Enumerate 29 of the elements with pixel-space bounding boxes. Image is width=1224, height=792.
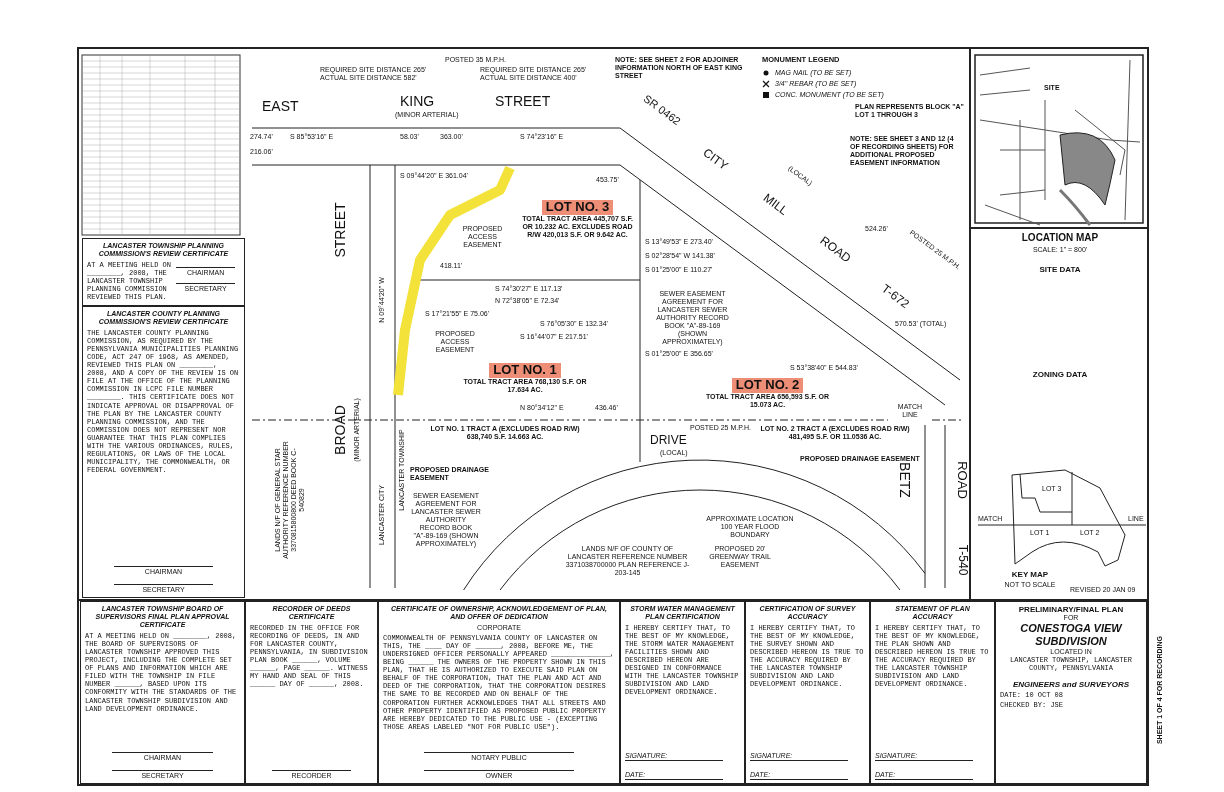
title-block	[995, 601, 1147, 784]
certificate-panel	[378, 601, 620, 784]
section-heading: SITE DATA	[1038, 265, 1082, 275]
section-heading: ZONING DATA	[1031, 370, 1089, 380]
lot-label: LOT NO. 2	[731, 378, 804, 393]
plan-title: PRELIMINARY/FINAL PLAN	[1017, 605, 1125, 615]
map-title: KEY MAP	[1010, 570, 1050, 580]
street-name: STREET	[331, 202, 349, 258]
street-name: BETZ	[896, 462, 914, 498]
street-name: BROAD	[331, 405, 349, 455]
street-name: CITY	[699, 146, 731, 174]
street-name: ROAD	[954, 461, 970, 499]
firm-services: ENGINEERS and SURVEYORS	[1012, 679, 1130, 689]
certificate-panel	[82, 306, 245, 598]
street-name: KING	[400, 93, 435, 110]
certificate-panel	[620, 601, 745, 784]
certificate-panel	[80, 601, 245, 784]
lot-label: LOT NO. 3	[541, 200, 614, 215]
certificate-panel	[870, 601, 995, 784]
subdivision-name: CONESTOGA VIEW SUBDIVISION	[1019, 622, 1124, 648]
route-number: T-540	[955, 544, 969, 576]
street-name: EAST	[262, 98, 299, 115]
certificate-panel	[82, 238, 245, 306]
street-name: DRIVE	[650, 434, 687, 448]
lot-label: LOT NO. 1	[489, 363, 561, 378]
street-name: STREET	[495, 93, 551, 110]
certificate-panel	[745, 601, 870, 784]
map-title: LOCATION MAP	[1020, 232, 1100, 244]
certificate-panel	[245, 601, 378, 784]
